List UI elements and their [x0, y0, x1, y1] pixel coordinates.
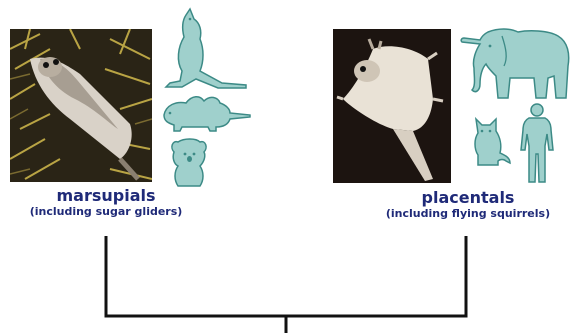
phylogeny-branch-lines — [0, 0, 572, 333]
